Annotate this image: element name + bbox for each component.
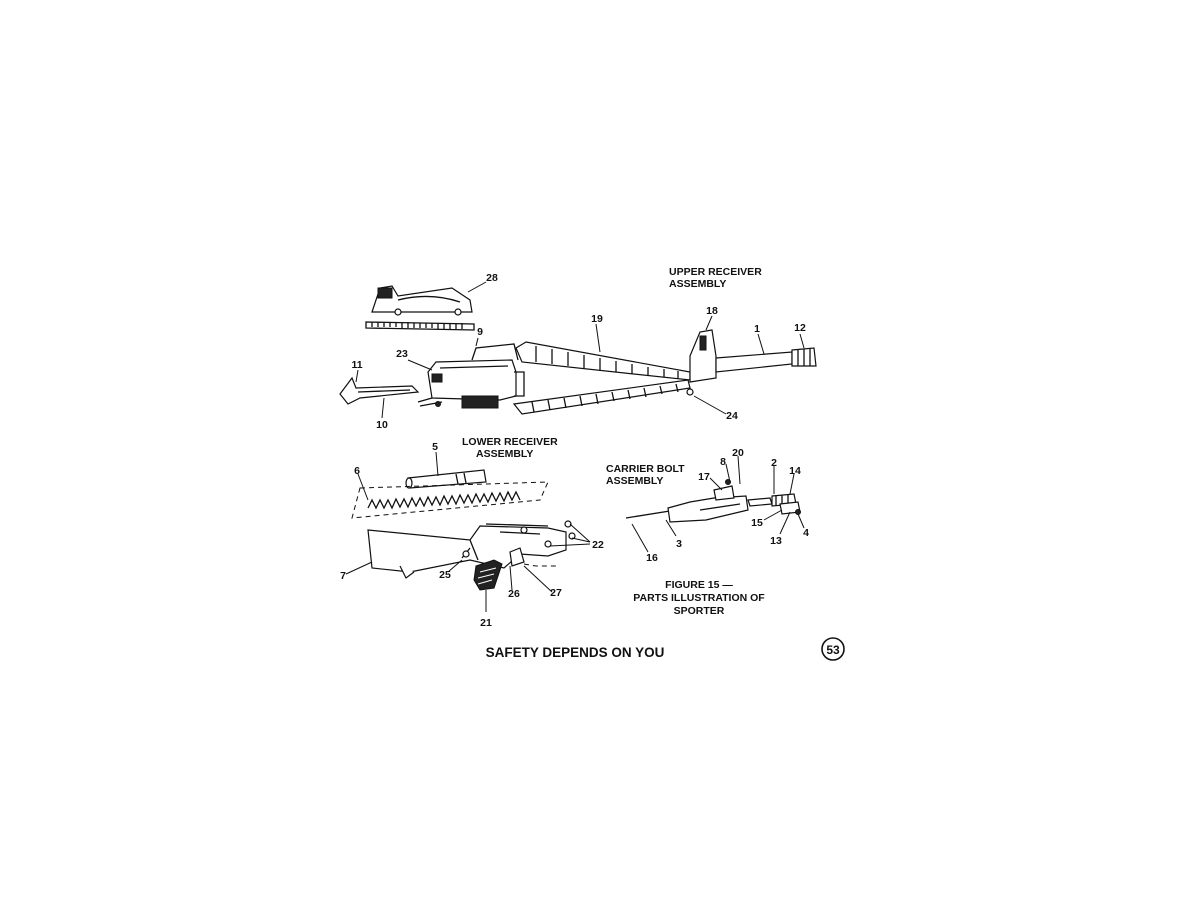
callout-13: 13 (770, 535, 782, 547)
callout-6: 6 (354, 465, 360, 477)
upper-receiver-heading-line2: ASSEMBLY (669, 278, 726, 290)
figure-caption-line3: SPORTER (674, 605, 725, 617)
callout-4: 4 (803, 527, 809, 539)
callout-20: 20 (732, 447, 744, 459)
page-number-badge: 53 (821, 637, 845, 661)
callout-21: 21 (480, 617, 492, 629)
callout-17: 17 (698, 471, 710, 483)
callout-12: 12 (794, 322, 806, 334)
callout-16: 16 (646, 552, 658, 564)
callout-18: 18 (706, 305, 718, 317)
lower-receiver-drawing (367, 520, 576, 591)
buffer-spring-drawing (351, 481, 549, 519)
callout-1: 1 (754, 323, 760, 335)
carrier-bolt-drawing (625, 479, 801, 523)
lower-receiver-heading-line1: LOWER RECEIVER (462, 436, 558, 448)
figure-caption-line2: PARTS ILLUSTRATION OF (633, 592, 765, 604)
charging-handle-drawing (339, 376, 420, 405)
footer-slogan: SAFETY DEPENDS ON YOU (486, 645, 665, 660)
carry-handle-drawing (365, 285, 475, 331)
callout-labels: 28 9 23 11 10 19 18 1 12 24 5 6 7 25 22 … (340, 272, 809, 629)
callout-2: 2 (771, 457, 777, 469)
callout-7: 7 (340, 570, 346, 582)
callout-23: 23 (396, 348, 408, 360)
callout-19: 19 (591, 313, 603, 325)
callout-5: 5 (432, 441, 438, 453)
callout-15: 15 (751, 517, 763, 529)
page-number: 53 (826, 643, 840, 657)
callout-22: 22 (592, 539, 604, 551)
callout-24: 24 (726, 410, 738, 422)
handguards-drawing (512, 341, 691, 415)
upper-receiver-drawing (417, 343, 519, 409)
figure-caption-line1: FIGURE 15 — (665, 579, 733, 591)
callout-3: 3 (676, 538, 682, 550)
leader-lines (345, 281, 805, 612)
buffer-drawing (405, 469, 487, 489)
upper-receiver-heading-line1: UPPER RECEIVER (669, 266, 762, 278)
carrier-bolt-heading-line2: ASSEMBLY (606, 475, 663, 487)
barrel-drawing (686, 329, 817, 396)
callout-26: 26 (508, 588, 520, 600)
callout-28: 28 (486, 272, 498, 284)
callout-14: 14 (789, 465, 801, 477)
lower-receiver-heading-line2: ASSEMBLY (476, 448, 533, 460)
callout-9: 9 (477, 326, 483, 338)
callout-10: 10 (376, 419, 388, 431)
callout-27: 27 (550, 587, 562, 599)
callout-11: 11 (351, 359, 362, 371)
callout-25: 25 (439, 569, 451, 581)
carrier-bolt-heading-line1: CARRIER BOLT (606, 463, 685, 475)
callout-8: 8 (720, 456, 726, 468)
